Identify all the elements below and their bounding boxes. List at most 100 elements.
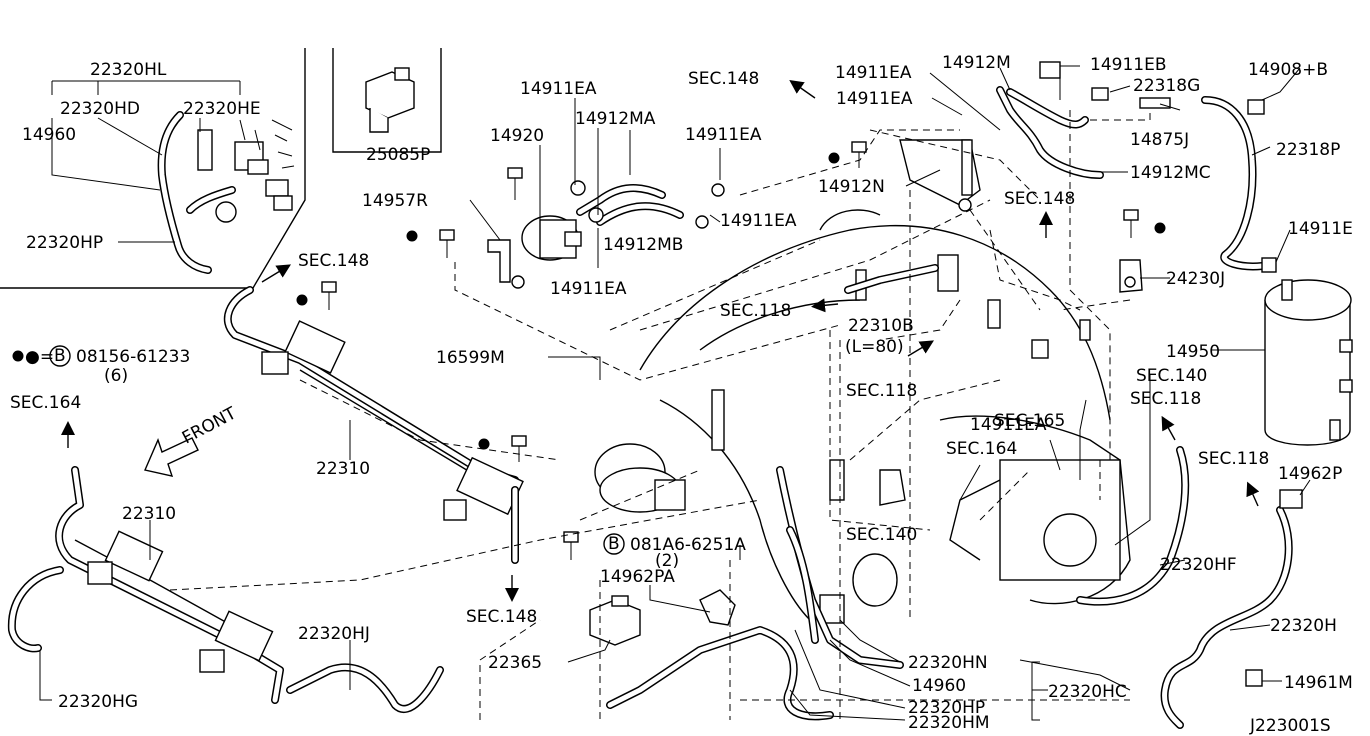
tube-22310-lower — [55, 466, 284, 704]
label-14911EA-d: 14911EA — [550, 279, 627, 299]
hose-22320H — [1160, 489, 1303, 729]
label-14911EB: 14911EB — [1090, 55, 1166, 75]
label-24230J: 24230J — [1166, 269, 1225, 289]
section-labels: SEC.148 SEC.148 SEC.148 SEC.148 SEC.118 … — [10, 69, 1269, 627]
label-22310B: 22310B — [848, 316, 914, 336]
label-sec148-b: SEC.148 — [688, 69, 759, 89]
label-sec148-c: SEC.148 — [1004, 189, 1075, 209]
label-14908B: 14908+B — [1248, 60, 1328, 80]
label-14962P: 14962P — [1278, 464, 1342, 484]
bolt-callout: B 081A6-6251A (2) — [608, 534, 746, 571]
label-sec165: SEC.165 — [994, 411, 1065, 431]
label-22318G: 22318G — [1133, 76, 1200, 96]
canister-14950 — [1264, 279, 1353, 446]
part-labels: 14911EA 14912MA 14920 14911EA 14957R 149… — [58, 53, 1353, 733]
label-22320HC: 22320HC — [1048, 682, 1127, 702]
hose-22318P — [1201, 96, 1266, 271]
label-22320H: 22320H — [1270, 616, 1337, 636]
inset-hose-assembly — [157, 111, 295, 274]
label-14911EA-e: 14911EA — [835, 63, 912, 83]
front-label: FRONT — [179, 403, 240, 448]
legend-bolt-code: 08156-61233 — [76, 347, 190, 367]
label-14912MA: 14912MA — [575, 109, 656, 129]
bolt-legend: ●= B 08156-61233 (6) — [25, 346, 190, 386]
label-22310-b: 22310 — [122, 504, 176, 524]
diagram-id: J223001S — [1249, 716, 1331, 736]
label-sec164-a: SEC.164 — [10, 393, 81, 413]
label-14950: 14950 — [1166, 342, 1220, 362]
label-22320HE: 22320HE — [183, 99, 261, 119]
label-14962PA: 14962PA — [600, 567, 675, 587]
label-14961M: 14961M — [1284, 673, 1353, 693]
label-14912MB: 14912MB — [603, 235, 683, 255]
sensor-22365 — [589, 595, 641, 646]
label-14911EA-c: 14911EA — [720, 211, 797, 231]
legend-equals: ●= — [25, 347, 54, 367]
leader-14960-inset — [51, 118, 161, 191]
label-14911EA-a: 14911EA — [520, 79, 597, 99]
label-14912M: 14912M — [942, 53, 1011, 73]
label-14960-inset: 14960 — [22, 125, 76, 145]
bracket-24230J — [1119, 259, 1143, 293]
inset-sensor-25085P — [365, 67, 415, 133]
label-22320HP-inset: 22320HP — [26, 233, 103, 253]
label-sec118-c: SEC.118 — [1130, 389, 1201, 409]
legend-qty: (6) — [104, 366, 128, 386]
label-22318P: 22318P — [1276, 140, 1340, 160]
label-sec148-a: SEC.148 — [298, 251, 369, 271]
label-sec164-b: SEC.164 — [946, 439, 1017, 459]
purge-valve-14920 — [521, 215, 582, 261]
legend-circled-b: B — [54, 346, 66, 366]
hose-22320HJ — [286, 663, 444, 713]
front-arrow — [144, 437, 199, 477]
leader-lines — [39, 65, 1311, 721]
bolt-markers — [296, 141, 1166, 560]
label-14911EA-f: 14911EA — [836, 89, 913, 109]
label-sec140-a: SEC.140 — [1136, 366, 1207, 386]
label-14960: 14960 — [912, 676, 966, 696]
label-22310-a: 22310 — [316, 459, 370, 479]
label-sec118-d: SEC.118 — [1198, 449, 1269, 469]
label-14875J: 14875J — [1130, 130, 1189, 150]
callout-bolt-code: 081A6-6251A — [630, 535, 746, 555]
label-hose-length: (L=80) — [845, 337, 904, 357]
hose-22320HG — [7, 566, 64, 653]
hoses-14912M — [996, 61, 1171, 179]
clip-14962PA — [699, 589, 736, 626]
label-14912MC: 14912MC — [1130, 163, 1211, 183]
tube-22310-upper — [223, 286, 524, 564]
label-sec140-b: SEC.140 — [846, 525, 917, 545]
label-22320HL: 22320HL — [90, 60, 167, 80]
label-14911EA-b: 14911EA — [685, 125, 762, 145]
inset-frames — [0, 48, 442, 289]
callout-circled-b: B — [608, 534, 620, 554]
label-22365: 22365 — [488, 653, 542, 673]
circled-b-markers — [49, 345, 625, 555]
label-22320HD: 22320HD — [60, 99, 140, 119]
bracket-14957R — [487, 239, 525, 289]
label-22320HN: 22320HN — [908, 653, 988, 673]
dashed-leaders — [169, 110, 1151, 720]
label-14912N: 14912N — [818, 177, 885, 197]
label-22320HF: 22320HF — [1160, 555, 1237, 575]
label-22320HP: 22320HP — [908, 698, 985, 718]
leader-22320HD — [97, 117, 163, 156]
label-16599M: 16599M — [436, 348, 505, 368]
label-22320HJ: 22320HJ — [298, 624, 370, 644]
leader-22320HL — [51, 80, 241, 95]
label-22320HG: 22320HG — [58, 692, 138, 712]
clip-14911E — [1261, 257, 1277, 273]
label-22320HM: 22320HM — [908, 713, 990, 733]
legend-dot — [12, 350, 24, 362]
section-arrows — [61, 79, 1260, 602]
hoses-14912MA-MB — [570, 180, 725, 229]
bracket-14912N — [899, 139, 981, 212]
hose-22320HF — [1076, 446, 1190, 606]
lower-hoses — [606, 466, 904, 721]
callout-qty: (2) — [655, 551, 679, 571]
label-sec118-b: SEC.118 — [846, 381, 917, 401]
label-14957R: 14957R — [362, 191, 428, 211]
engine-outline — [594, 209, 1131, 624]
label-sec118-a: SEC.118 — [720, 301, 791, 321]
